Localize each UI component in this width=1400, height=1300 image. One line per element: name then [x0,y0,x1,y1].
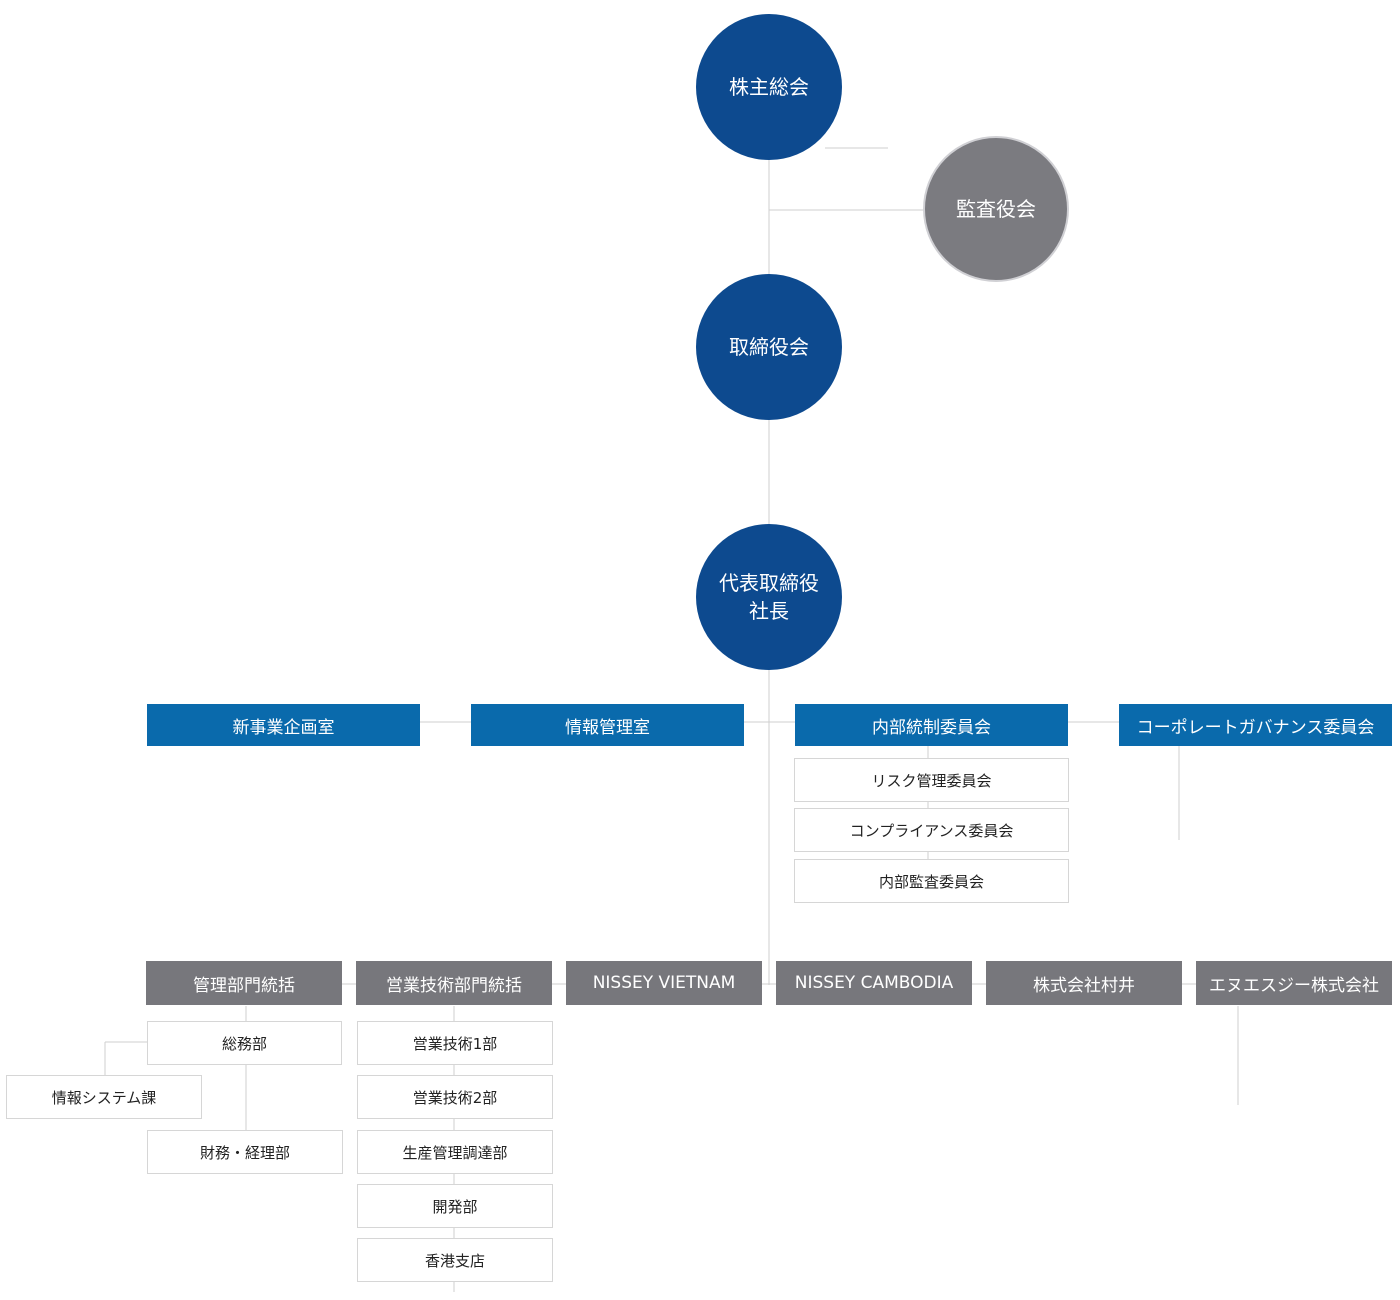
info-systems-section: 情報システム課 [6,1075,202,1119]
risk-management-committee-label: リスク管理委員会 [871,771,992,790]
hong-kong-branch-label: 香港支店 [424,1251,485,1270]
audit-board-label: 監査役会 [956,197,1036,221]
president-title-label: 代表取締役 [719,571,819,595]
president-role-label: 社長 [749,599,789,623]
admin-division: 管理部門統括 [146,961,342,1005]
info-management-office: 情報管理室 [471,704,744,746]
nissey-vietnam-division: NISSEY VIETNAM [566,961,762,1005]
shareholders-meeting-node: 株主総会 [696,14,842,160]
corporate-governance-committee: コーポレートガバナンス委員会 [1119,704,1392,746]
murai-company-label: 株式会社村井 [1033,975,1135,996]
finance-accounting-dept: 財務・経理部 [147,1130,343,1174]
sales-tech-dept-2-label: 営業技術2部 [412,1088,498,1107]
development-dept: 開発部 [357,1184,553,1228]
development-dept-label: 開発部 [432,1197,478,1216]
sales-tech-dept-2: 営業技術2部 [357,1075,553,1119]
sales-tech-dept-1: 営業技術1部 [357,1021,553,1065]
board-of-directors-node: 取締役会 [696,274,842,420]
nsg-company-division: エヌエスジー株式会社 [1196,961,1392,1005]
production-procurement-dept-label: 生産管理調達部 [402,1143,508,1162]
nissey-cambodia-label: NISSEY CAMBODIA [794,973,954,993]
production-procurement-dept: 生産管理調達部 [357,1130,553,1174]
admin-division-label: 管理部門統括 [193,975,295,996]
sales-tech-dept-1-label: 営業技術1部 [412,1034,498,1053]
info-systems-section-label: 情報システム課 [51,1088,157,1107]
risk-management-committee: リスク管理委員会 [794,758,1069,802]
internal-control-committee-label: 内部統制委員会 [872,717,991,738]
nissey-vietnam-label: NISSEY VIETNAM [592,973,736,993]
new-business-office-label: 新事業企画室 [232,717,335,738]
internal-audit-committee-label: 内部監査委員会 [878,872,984,891]
compliance-committee-label: コンプライアンス委員会 [849,821,1014,840]
shareholders-meeting-label: 株主総会 [729,75,809,99]
compliance-committee: コンプライアンス委員会 [794,808,1069,852]
president-node: 代表取締役 社長 [696,524,842,670]
internal-audit-committee: 内部監査委員会 [794,859,1069,903]
general-affairs-dept-label: 総務部 [221,1034,267,1053]
board-of-directors-label: 取締役会 [729,335,809,359]
finance-accounting-dept-label: 財務・経理部 [199,1143,290,1162]
sales-tech-division: 営業技術部門統括 [356,961,552,1005]
internal-control-committee: 内部統制委員会 [795,704,1068,746]
new-business-office: 新事業企画室 [147,704,420,746]
murai-company-division: 株式会社村井 [986,961,1182,1005]
hong-kong-branch: 香港支店 [357,1238,553,1282]
sales-tech-division-label: 営業技術部門統括 [386,975,522,996]
info-management-office-label: 情報管理室 [565,717,650,738]
audit-board-node: 監査役会 [923,136,1069,282]
general-affairs-dept: 総務部 [147,1021,342,1065]
nsg-company-label: エヌエスジー株式会社 [1209,975,1379,996]
nissey-cambodia-division: NISSEY CAMBODIA [776,961,972,1005]
corporate-governance-committee-label: コーポレートガバナンス委員会 [1136,717,1375,738]
